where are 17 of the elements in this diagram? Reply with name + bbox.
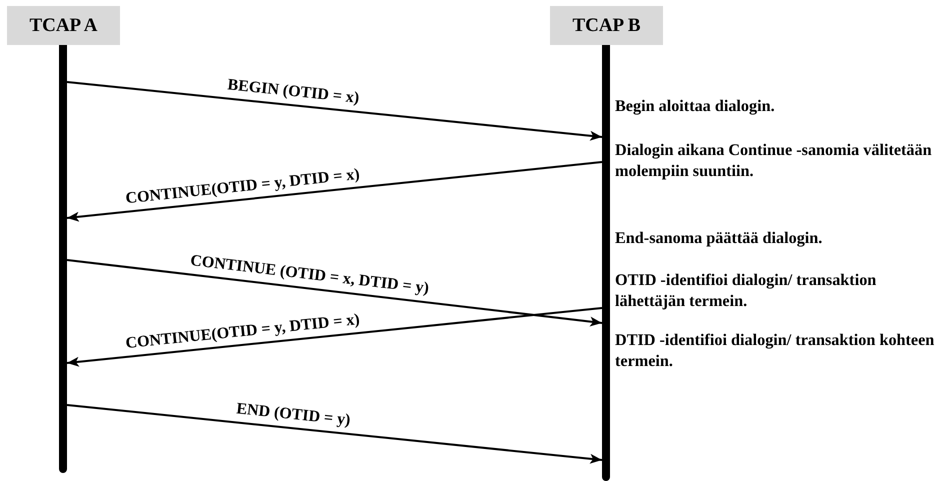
message-label: CONTINUE (OTID = x, DTID = y) <box>189 252 430 298</box>
note-text: OTID -identifioi dialogin/ transaktion lähettäjän termein. <box>615 270 878 312</box>
message-arrow <box>66 307 602 367</box>
note-text: DTID -identifioi dialogin/ transaktion kohteen termein. <box>615 330 936 372</box>
message-arrow <box>66 161 602 222</box>
participant-header: TCAP A <box>7 6 120 45</box>
note-text: Dialogin aikana Continue -sanomia välitetään molempiin suuntiin. <box>615 140 933 182</box>
participant-header: TCAP B <box>550 6 663 45</box>
message-label: CONTINUE(OTID = y, DTID = x) <box>124 310 360 353</box>
message-arrow <box>66 81 602 141</box>
message-label: CONTINUE(OTID = y, DTID = x) <box>124 165 360 208</box>
note-text: End-sanoma päättää dialogin. <box>615 228 824 249</box>
message-label: END (OTID = y) <box>235 400 351 430</box>
message-arrow <box>66 259 602 327</box>
message-arrow <box>66 404 602 464</box>
note-text: Begin aloittaa dialogin. <box>615 96 776 117</box>
message-label: BEGIN (OTID = x) <box>226 76 360 108</box>
